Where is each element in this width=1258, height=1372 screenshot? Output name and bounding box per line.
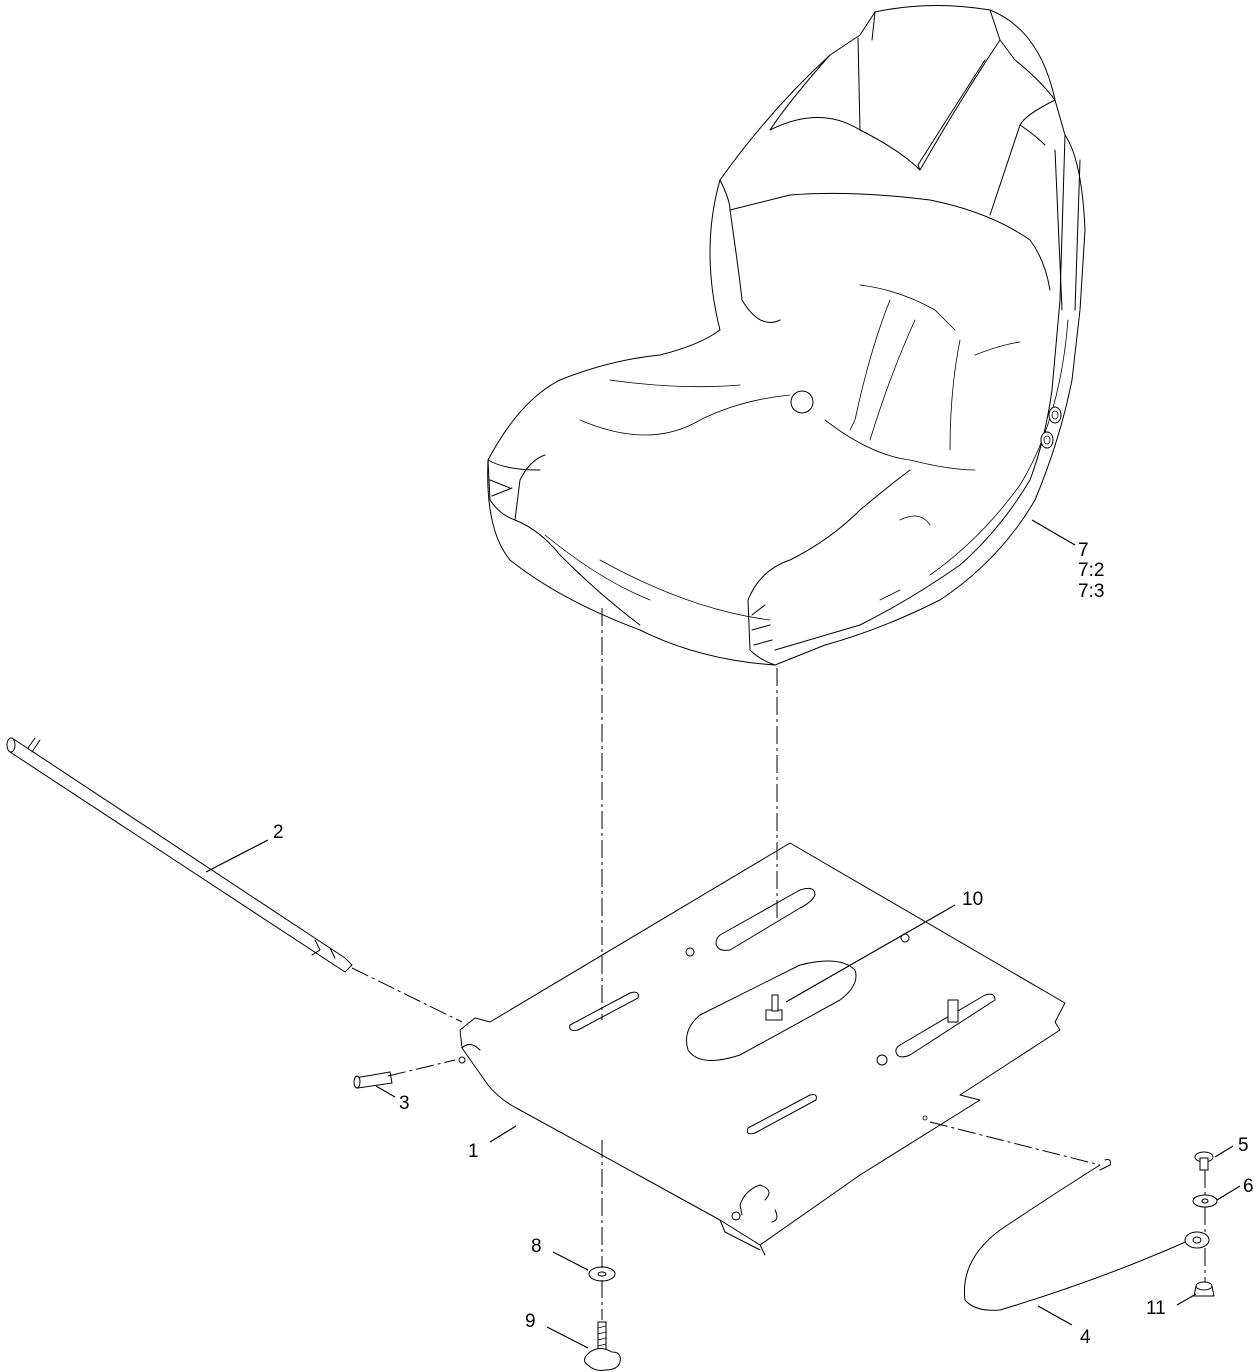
nut-11 [1193, 1281, 1215, 1297]
tether-cable [963, 1159, 1210, 1311]
bolt-5 [1194, 1151, 1214, 1171]
washer-6 [1192, 1194, 1218, 1208]
callout-2: 2 [273, 822, 284, 843]
callout-7: 7 [1078, 540, 1089, 561]
callout-10: 10 [962, 889, 983, 910]
callout-7-2: 7:2 [1078, 560, 1104, 581]
leader-lines [205, 519, 1241, 1349]
callout-7-3: 7:3 [1078, 581, 1104, 602]
callout-1: 1 [468, 1141, 479, 1162]
callout-4: 4 [1080, 1327, 1091, 1348]
callout-5: 5 [1238, 1135, 1249, 1156]
assembly-lines [351, 608, 1206, 1320]
seat [487, 4, 1086, 666]
callout-9: 9 [525, 1311, 536, 1332]
adjustment-rod [6, 737, 353, 973]
screw [353, 1071, 393, 1089]
callout-3: 3 [399, 1093, 410, 1114]
washer [588, 1266, 616, 1282]
center-bolt [765, 994, 783, 1021]
callouts: 7 7:2 7:3 2 10 3 1 5 6 8 11 4 9 [273, 540, 1254, 1348]
knob [584, 1321, 621, 1371]
callout-11: 11 [1146, 1298, 1166, 1319]
callout-6: 6 [1243, 1176, 1254, 1197]
seat-plate [458, 842, 1066, 1256]
callout-8: 8 [531, 1236, 542, 1257]
